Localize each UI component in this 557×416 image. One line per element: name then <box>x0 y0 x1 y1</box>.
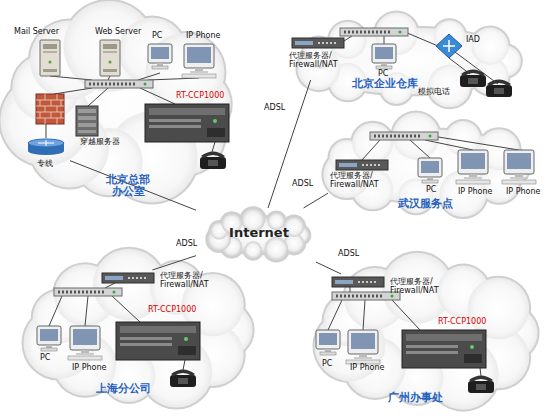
device-node: Web Server <box>90 26 146 78</box>
device-node: RT-CCP1000 <box>112 304 204 364</box>
site-label: 广州办事处 <box>388 392 443 404</box>
device-label: Web Server <box>95 28 141 37</box>
device-node: IP Phone <box>500 146 550 198</box>
device-label: RT-CCP1000 <box>148 306 196 315</box>
wan-link <box>316 262 341 274</box>
device-label: PC <box>322 360 332 369</box>
link-label: ADSL <box>264 104 285 113</box>
device-node: PC <box>370 40 398 82</box>
device-label: PC <box>40 354 50 363</box>
site-label: 武汉服务点 <box>398 198 453 210</box>
device-label: IP Phone <box>506 188 541 197</box>
cloud-shape <box>304 252 554 414</box>
device-node: IP Phone <box>180 30 230 80</box>
device-label: IP Phone <box>350 364 385 373</box>
device-label: IAD <box>466 36 480 45</box>
device-node: PC <box>146 30 178 76</box>
device-label: RT-CCP1000 <box>176 92 224 101</box>
device-label: 代理服务器/ Firewall/NAT <box>289 52 344 70</box>
site-cloud: Mail Server Web Server PC IP PhoneRT-CCP100… <box>3 0 237 208</box>
site-label: Internet <box>196 226 322 241</box>
device-node: 代理服务器/ Firewall/NAT <box>330 274 386 290</box>
device-node: 代理服务器/ Firewall/NAT <box>288 36 348 80</box>
device-node: IP Phone <box>452 146 500 198</box>
site-label: 上海分公司 <box>96 383 151 395</box>
device-node: 穿越服务器 <box>72 102 132 148</box>
device-label: PC <box>152 32 162 41</box>
device-node: 代理服务器/ Firewall/NAT <box>100 270 156 286</box>
device-node: Mail Server <box>12 26 72 78</box>
device-label: IP Phone <box>72 364 107 373</box>
device-label: 代理服务器/ Firewall/NAT <box>390 278 445 296</box>
device-node: RT-CCP1000 <box>398 316 490 374</box>
device-label: 代理服务器/ Firewall/NAT <box>330 172 385 190</box>
device-label: IP Phone <box>458 188 493 197</box>
device-node: 模拟电话 <box>405 64 505 100</box>
site-cloud: 代理服务器/ Firewall/NAT RT-CCP1000PC IP Phone 上… <box>12 248 270 412</box>
device-node: PC <box>416 154 448 198</box>
device-label: IP Phone <box>186 32 221 41</box>
site-label: 北京企业仓库 <box>352 78 418 90</box>
device-node: IAD <box>432 30 488 64</box>
site-cloud: 代理服务器/ Firewall/NAT PC IP Phone IP Phone 武汉服… <box>300 112 556 220</box>
device-node: IP Phone <box>64 320 110 372</box>
device-label: 穿越服务器 <box>80 138 120 147</box>
internet-cloud: Internet <box>196 208 322 262</box>
link-label: ADSL <box>338 250 359 259</box>
device-node: 代理服务器/ Firewall/NAT <box>328 156 388 194</box>
site-cloud: 代理服务器/ Firewall/NAT PC IAD 模拟电话北京企业仓库 <box>266 12 554 110</box>
site-label: 北京总部 办公室 <box>100 174 156 198</box>
device-label: PC <box>426 186 436 195</box>
device-node: IP Phone <box>344 326 390 374</box>
device-label: 代理服务器/ Firewall/NAT <box>160 272 215 290</box>
device-node: PC <box>34 320 64 364</box>
device-label: Mail Server <box>14 28 59 37</box>
link-label: ADSL <box>176 240 197 249</box>
link-label: ADSL <box>292 180 313 189</box>
device-node: 专线 <box>26 130 70 174</box>
device-node: RT-CCP1000 <box>145 90 233 144</box>
wan-link <box>268 80 311 208</box>
device-label: 模拟电话 <box>418 88 450 97</box>
device-label: 专线 <box>37 160 53 169</box>
device-label: RT-CCP1000 <box>438 318 486 327</box>
device-node: PC <box>314 326 344 370</box>
site-cloud: 代理服务器/ Firewall/NAT RT-CCP1000PC IP Phone 广… <box>304 252 554 414</box>
wan-link <box>304 193 328 208</box>
